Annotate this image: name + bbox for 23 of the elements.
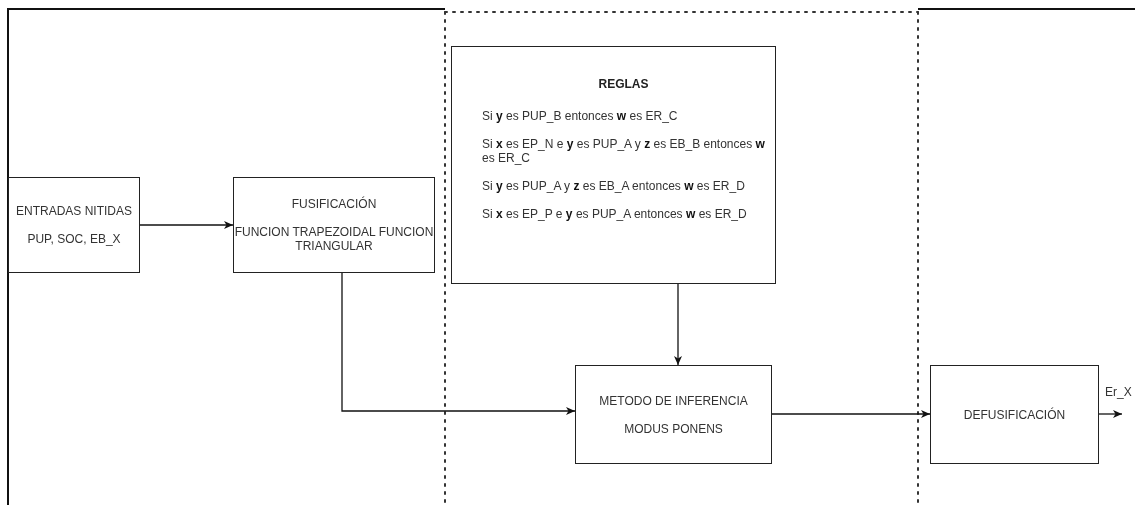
box-text: MODUS PONENS xyxy=(624,421,723,436)
rule-text: Si y es PUP_A y z es EB_A entonces w es ER_D xyxy=(482,179,746,193)
rules-box xyxy=(451,46,776,284)
arrow xyxy=(139,221,234,229)
process-box xyxy=(930,365,1099,464)
rule-text: Si x es EP_P e y es PUP_A entonces w es ER_D xyxy=(482,207,748,221)
rule-text: Si x es EP_N e y es PUP_A y z es EB_B entonces w es ER_C xyxy=(482,137,765,165)
process-box xyxy=(575,365,772,464)
arrow xyxy=(341,272,576,415)
rule-text: Si y es PUP_B entonces w es ER_C xyxy=(482,109,679,123)
arrow xyxy=(771,410,931,418)
box-title: ENTRADAS NITIDAS xyxy=(16,204,132,218)
edge-label: Er_X xyxy=(1105,385,1132,399)
box-title: DEFUSIFICACIÓN xyxy=(963,407,1066,422)
input-box xyxy=(8,177,140,273)
arrow xyxy=(1098,410,1123,418)
box-text: FUNCION TRAPEZOIDAL FUNCION TRIANGULAR xyxy=(234,225,434,253)
rules-heading: REGLAS xyxy=(597,77,650,91)
box-title: METODO DE INFERENCIA xyxy=(599,393,748,408)
process-box xyxy=(233,177,435,273)
box-title: FUSIFICACIÓN xyxy=(291,197,377,211)
box-text: PUP, SOC, EB_X xyxy=(27,232,121,246)
arrow xyxy=(674,283,682,366)
